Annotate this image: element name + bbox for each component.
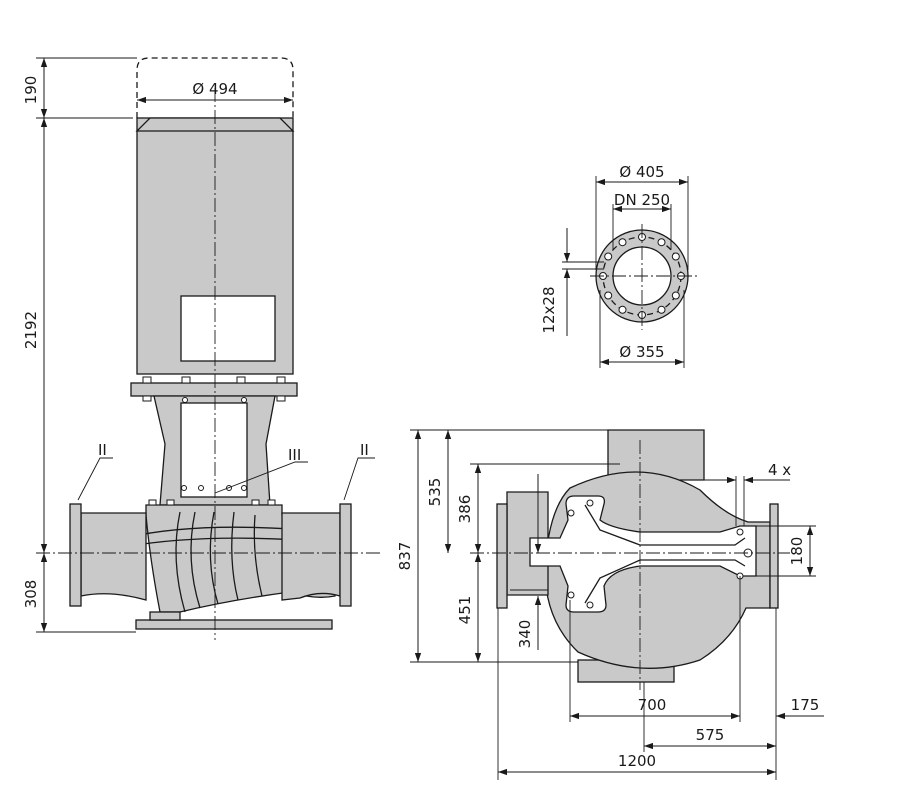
dim-hood-label: 190 [22,76,40,105]
dim-foot-distance-label: 575 [696,726,725,744]
flange-bolt-holes [599,233,685,319]
dim-base-height-label: 308 [22,580,40,609]
plan-foot [529,495,757,613]
leader-left [77,457,113,501]
detail-label-right: II [360,441,369,459]
flange-view: Ø 405 DN 250 Ø 355 12x28 [540,163,700,368]
dim-nominal-size-label: DN 250 [614,191,670,209]
dim-bolt-holes-label: 12x28 [540,286,558,333]
dim-flange-offset-label: 175 [791,696,820,714]
dim-flange-outer-label: Ø 405 [619,163,664,181]
dim-height-chain: 190 2192 308 [22,57,137,633]
lantern-window [180,402,248,498]
detail-label-mid: III [288,446,301,464]
plan-outlet-flange [769,503,779,609]
motor-flange-bolts [142,376,286,402]
detail-label-left: II [98,441,107,459]
plan-inlet-flange [496,503,508,609]
pump-outlet-pipe [281,512,341,601]
pump-inlet-pipe [80,512,147,601]
dim-motor-diameter-label: Ø 494 [192,80,237,98]
dim-mount-holes-label: 4 x [768,461,791,479]
motor-nameplate [180,295,276,362]
motor-hood-outline [136,57,294,118]
dim-foot-front-label: 340 [516,620,534,649]
pump-base-plate [135,619,333,630]
dim-foot-spacing-label: 180 [788,537,806,566]
leader-mid [214,461,308,494]
dim-foot-back-label: 386 [456,495,474,524]
dim-foot-width-label: 700 [638,696,667,714]
leader-right [343,457,375,501]
dim-back-depth-label: 535 [426,478,444,507]
volute-bolts [148,499,276,506]
motor-top-cap [135,117,295,132]
dim-total-length-label: 1200 [618,752,656,770]
outlet-flange [339,503,352,607]
side-view: II III II Ø 494 190 2192 308 [22,57,380,640]
dim-motor-diameter: Ø 494 [137,80,293,104]
dim-bolt-circle-label: Ø 355 [619,343,664,361]
motor-flange-plate [130,382,298,397]
inlet-flange [69,503,82,607]
pump-base-block [149,611,181,621]
dim-front-depth-label: 451 [456,596,474,625]
plan-foot-holes [567,499,753,609]
dim-total-depth-label: 837 [396,542,414,571]
dim-motor-height-label: 2192 [22,311,40,349]
plan-view: 837 535 386 451 340 180 4 x 700 175 575 [396,429,824,780]
